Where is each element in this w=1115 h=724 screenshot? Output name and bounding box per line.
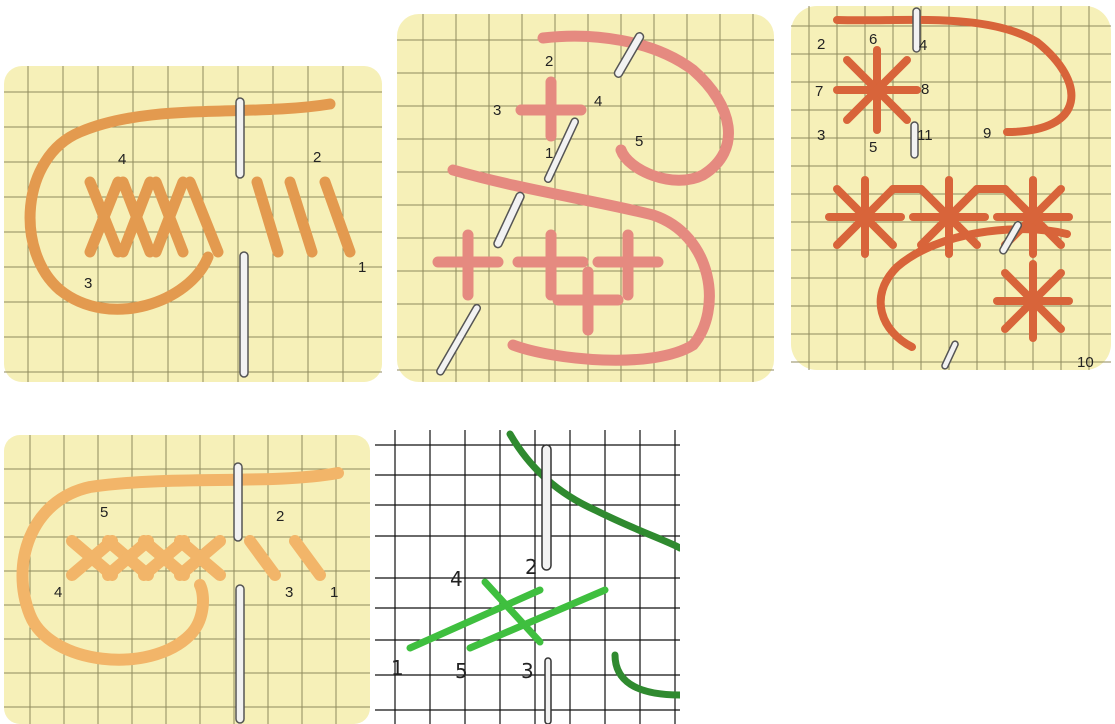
- label-3: 3: [521, 659, 534, 683]
- label-5: 5: [869, 139, 877, 156]
- herringbone-green-diagram: 4 2 1 5 3: [375, 430, 680, 724]
- label-3: 3: [493, 102, 501, 119]
- herringbone-light-diagram: 5 2 4 3 1: [0, 435, 373, 724]
- label-2: 2: [276, 508, 284, 525]
- panel-herringbone-stitch-green: 4 2 1 5 3: [375, 430, 680, 724]
- label-1: 1: [358, 259, 366, 276]
- label-5: 5: [455, 659, 468, 683]
- label-1: 1: [391, 656, 404, 680]
- cross-stitch-pink-diagram: 2 3 4 1 5: [393, 10, 778, 385]
- panel-cross-stitch-pink: 2 3 4 1 5: [393, 10, 778, 385]
- panel-herringbone-stitch-light: 5 2 4 3 1: [0, 435, 373, 724]
- label-6: 6: [869, 31, 877, 48]
- label-10: 10: [1077, 354, 1094, 371]
- label-4: 4: [118, 151, 126, 168]
- panel-star-stitch: 2 6 4 7 8 3 5 11 9 10: [787, 2, 1115, 374]
- label-9: 9: [983, 125, 991, 142]
- label-2: 2: [817, 36, 825, 53]
- label-1: 1: [545, 145, 553, 162]
- label-5: 5: [100, 504, 108, 521]
- label-4: 4: [54, 584, 62, 601]
- label-4: 4: [594, 93, 602, 110]
- label-2: 2: [525, 555, 538, 579]
- label-7: 7: [815, 83, 823, 100]
- needle: [234, 463, 244, 723]
- label-11: 11: [917, 127, 933, 144]
- label-2: 2: [545, 53, 553, 70]
- label-2: 2: [313, 149, 321, 166]
- label-5: 5: [635, 133, 643, 150]
- herringbone-diagram: 4 2 3 1: [0, 62, 385, 385]
- label-4: 4: [450, 567, 463, 591]
- label-1: 1: [330, 584, 338, 601]
- star-stitch-diagram: 2 6 4 7 8 3 5 11 9 10: [787, 2, 1115, 374]
- label-4: 4: [919, 37, 927, 54]
- label-3: 3: [817, 127, 825, 144]
- panel-herringbone-stitch: 4 2 3 1: [0, 62, 385, 385]
- label-8: 8: [921, 81, 929, 98]
- label-3: 3: [285, 584, 293, 601]
- label-3: 3: [84, 275, 92, 292]
